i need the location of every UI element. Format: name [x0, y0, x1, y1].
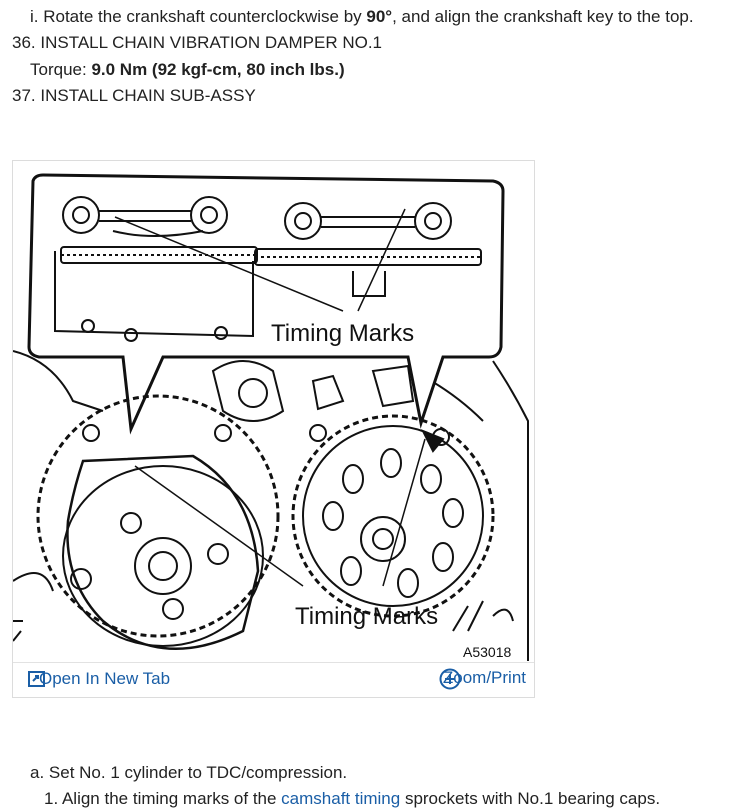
zoom-print-button[interactable]: Zoom/Print: [439, 668, 526, 690]
torque-spec: Torque: 9.0 Nm (92 kgf-cm, 80 inch lbs.): [30, 60, 345, 79]
figure-toolbar: Open In New Tab Zoom/Print: [13, 662, 534, 697]
open-tab-icon: [28, 671, 45, 687]
step-a-text: a. Set No. 1 cylinder to TDC/compression…: [30, 763, 348, 782]
timing-diagram-illustration[interactable]: Timing Marks Timing Marks A53018: [13, 161, 534, 663]
timing-diagram-figure: Timing Marks Timing Marks A53018 Open In…: [12, 160, 535, 698]
step-36-title: 36. INSTALL CHAIN VIBRATION DAMPER NO.1: [12, 33, 382, 52]
step-i-text: i. Rotate the crankshaft counterclockwis…: [30, 7, 694, 26]
camshaft-timing-link[interactable]: camshaft timing: [281, 789, 401, 808]
timing-marks-bottom-label: Timing Marks: [295, 603, 438, 630]
figure-id: A53018: [463, 644, 511, 660]
step-a1-text: 1. Align the timing marks of the camshaf…: [44, 789, 661, 808]
open-in-new-tab-label: Open In New Tab: [39, 669, 171, 688]
step-37-title: 37. INSTALL CHAIN SUB-ASSY: [12, 86, 256, 105]
open-in-new-tab-button[interactable]: Open In New Tab: [27, 669, 170, 689]
zoom-print-label: Zoom/Print: [442, 668, 526, 687]
plus-circle-icon: [439, 668, 461, 690]
timing-marks-top-label: Timing Marks: [271, 320, 414, 347]
